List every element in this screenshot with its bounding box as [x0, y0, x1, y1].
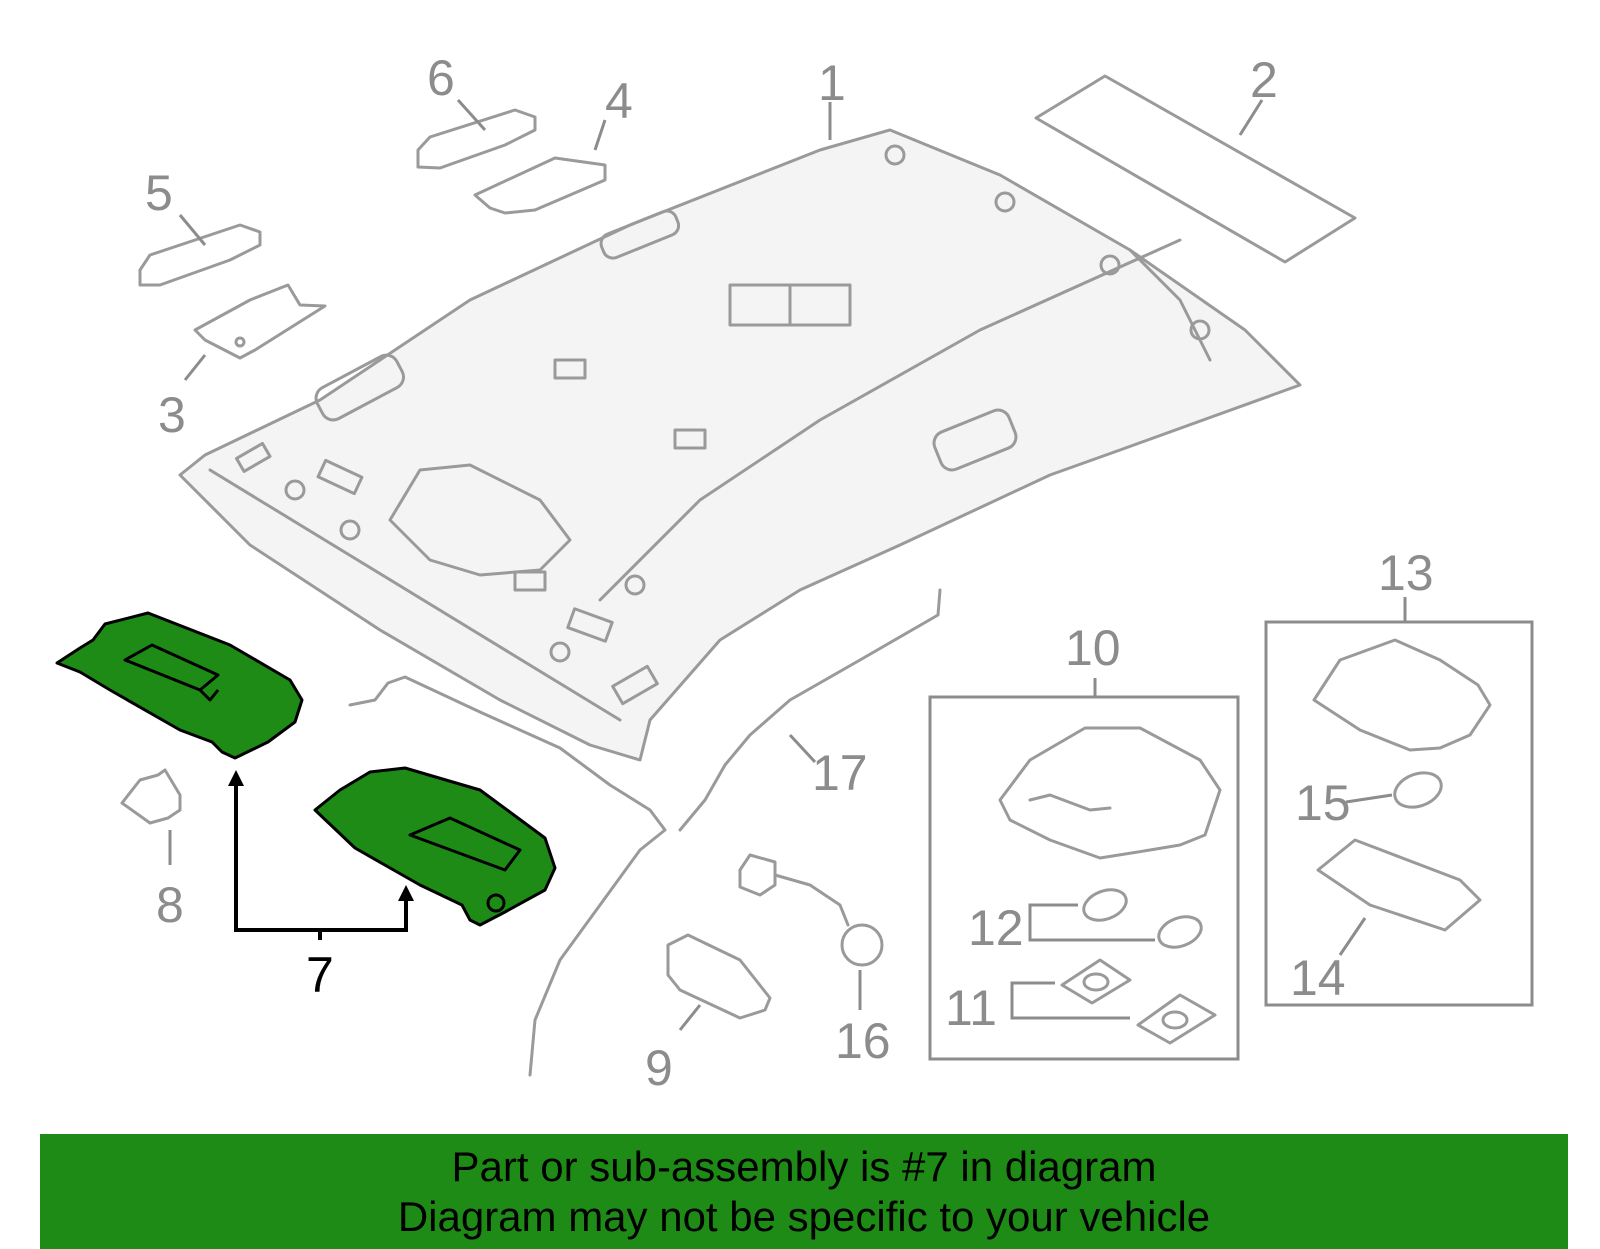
clip-part [473, 156, 607, 215]
wire-harness-part [348, 675, 667, 1077]
visor-clip-part [120, 768, 182, 825]
bracket-part [193, 283, 327, 360]
callout-12: 12 [968, 900, 1024, 956]
callout-9: 9 [645, 1040, 673, 1096]
callout-8: 8 [156, 877, 184, 933]
map-lamp-kit-box [1264, 620, 1534, 1007]
dome-lamp-part [998, 726, 1222, 860]
callout-7-arrow-left [228, 770, 244, 786]
callout-13: 13 [1378, 545, 1434, 601]
notice-line-disclaimer: Diagram may not be specific to your vehi… [397, 1192, 1211, 1240]
callout-10: 10 [1065, 620, 1121, 676]
callout-3: 3 [158, 387, 186, 443]
lamp-housing-part [666, 933, 772, 1020]
callout-1: 1 [818, 55, 846, 111]
notice-banner: Part or sub-assembly is #7 in diagram Di… [40, 1134, 1568, 1249]
leader-lines [168, 98, 1407, 1031]
callout-7-arrow-right [398, 885, 414, 901]
bulb-15 [1393, 771, 1443, 809]
bulb-pair-12 [1082, 888, 1203, 949]
connector-part [738, 853, 884, 967]
map-lamp-part [1312, 638, 1492, 752]
callout-5: 5 [145, 165, 173, 221]
callout-16: 16 [835, 1013, 891, 1069]
sun-visor-left-part [55, 611, 304, 760]
callout-14: 14 [1290, 950, 1346, 1006]
callout-7-leader [234, 778, 408, 940]
notice-line-part: Part or sub-assembly is #7 in diagram [451, 1142, 1157, 1190]
grab-handle-right-part [416, 108, 537, 170]
callout-17: 17 [812, 745, 868, 801]
callout-11: 11 [945, 980, 997, 1036]
rear-panel-part [1034, 74, 1357, 264]
headliner-part [178, 128, 1302, 762]
dome-lamp-kit-box [928, 695, 1240, 1061]
lens-pair-11 [1060, 958, 1217, 1045]
lens-14 [1316, 838, 1482, 932]
callout-4: 4 [605, 73, 633, 129]
callout-15: 15 [1295, 775, 1351, 831]
sun-visor-right-part [313, 766, 557, 927]
callout-7: 7 [306, 947, 334, 1003]
callout-2: 2 [1250, 52, 1278, 108]
grab-handle-left-part [138, 223, 262, 287]
callout-6: 6 [427, 50, 455, 106]
